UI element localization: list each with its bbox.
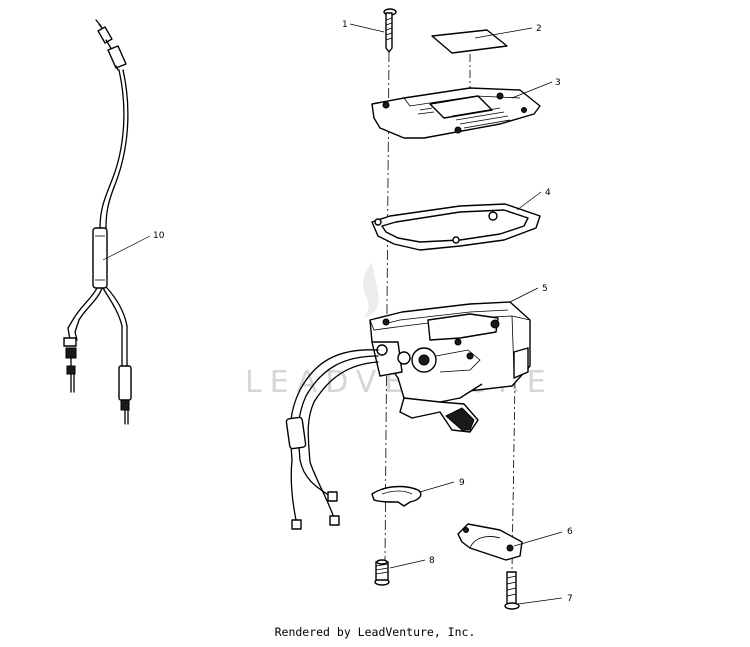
callout-2: 2: [536, 24, 542, 34]
callout-5: 5: [542, 284, 548, 294]
gasket-part-4: [371, 191, 542, 251]
callout-3: 3: [555, 78, 561, 88]
clamp-part-6: [457, 523, 563, 561]
callout-6: 6: [567, 527, 573, 537]
housing-wires: [285, 349, 379, 530]
callout-10: 10: [153, 231, 165, 241]
callout-1: 1: [342, 20, 348, 30]
screw-part-7: [504, 571, 563, 610]
callout-8: 8: [429, 556, 435, 566]
screw-part-1: [349, 8, 397, 53]
clip-part-9: [371, 481, 455, 507]
cover-plate-part-3: [371, 81, 553, 139]
assembly-centerlines: [384, 51, 516, 571]
callout-7: 7: [567, 594, 573, 604]
wiring-harness: [63, 19, 151, 425]
footer-credit: Rendered by LeadVenture, Inc.: [274, 625, 476, 639]
throttle-housing-part-5: [369, 287, 539, 433]
screw-part-8: [374, 559, 426, 586]
callout-labels: 1 2 3 4 5 6 7 8 9 10: [153, 20, 573, 604]
callout-9: 9: [459, 478, 465, 488]
callout-4: 4: [545, 188, 551, 198]
decal-part-2: [431, 27, 533, 54]
watermark-logo: [363, 262, 379, 318]
